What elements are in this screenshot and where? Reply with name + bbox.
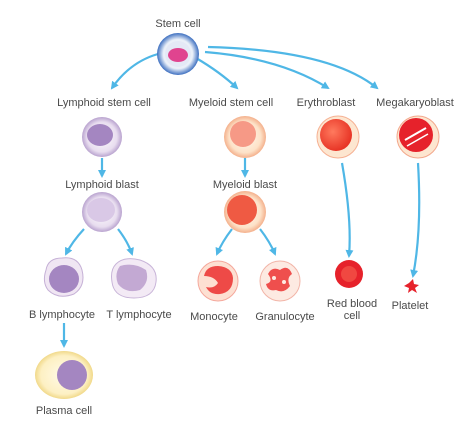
label-stem-cell: Stem cell	[155, 18, 201, 30]
arrow-lymphoid-blast-to-t	[117, 228, 134, 256]
megakaryoblast-cell	[396, 115, 440, 159]
arrow-stem-to-megakaryoblast	[207, 45, 379, 90]
plasma-cell	[35, 351, 93, 399]
arrow-lymphoid-blast-to-b	[65, 228, 85, 256]
label-erythroblast: Erythroblast	[296, 97, 356, 109]
erythroblast-cell	[316, 115, 360, 159]
arrow-stem-to-lymphoid-stem	[110, 52, 159, 90]
label-megakaryoblast: Megakaryoblast	[376, 97, 454, 109]
label-t-lymphocyte: T lymphocyte	[106, 309, 172, 321]
label-myeloid-stem-cell: Myeloid stem cell	[188, 97, 274, 109]
granulocyte-cell	[259, 260, 301, 302]
arrow-stem-to-myeloid-stem	[195, 57, 239, 90]
label-lymphoid-blast: Lymphoid blast	[65, 179, 139, 191]
arrow-myeloid-blast-to-granulocyte	[259, 228, 277, 256]
label-granulocyte: Granulocyte	[255, 311, 315, 323]
lymphoid-blast-cell	[82, 192, 122, 232]
label-plasma-cell: Plasma cell	[35, 405, 93, 417]
b-lymphocyte-cell	[43, 257, 84, 297]
label-red-blood-cell-line2: cell	[343, 310, 361, 322]
arrow-erythroblast-to-rbc	[340, 162, 354, 258]
arrow-megakaryoblast-to-platelet	[410, 162, 421, 278]
arrows	[60, 45, 421, 348]
label-myeloid-blast: Myeloid blast	[212, 179, 278, 191]
arrow-myeloid-blast-to-monocyte	[215, 228, 233, 256]
label-lymphoid-stem-cell: Lymphoid stem cell	[57, 97, 151, 109]
t-lymphocyte-cell	[111, 258, 157, 299]
lymphoid-stem-cell	[82, 117, 122, 157]
label-red-blood-cell-line1: Red blood	[326, 298, 378, 310]
myeloid-stem-cell	[224, 116, 266, 158]
label-b-lymphocyte: B lymphocyte	[28, 309, 96, 321]
platelet-cell	[404, 279, 419, 293]
myeloid-blast-cell	[224, 191, 266, 233]
stem-cell	[157, 33, 199, 75]
monocyte-cell	[197, 260, 239, 302]
arrow-stem-to-erythroblast	[204, 50, 330, 90]
red-blood-cell	[335, 260, 363, 288]
label-red-blood-cell: Red blood cell	[327, 298, 377, 322]
label-platelet: Platelet	[391, 300, 429, 312]
label-monocyte: Monocyte	[190, 311, 238, 323]
